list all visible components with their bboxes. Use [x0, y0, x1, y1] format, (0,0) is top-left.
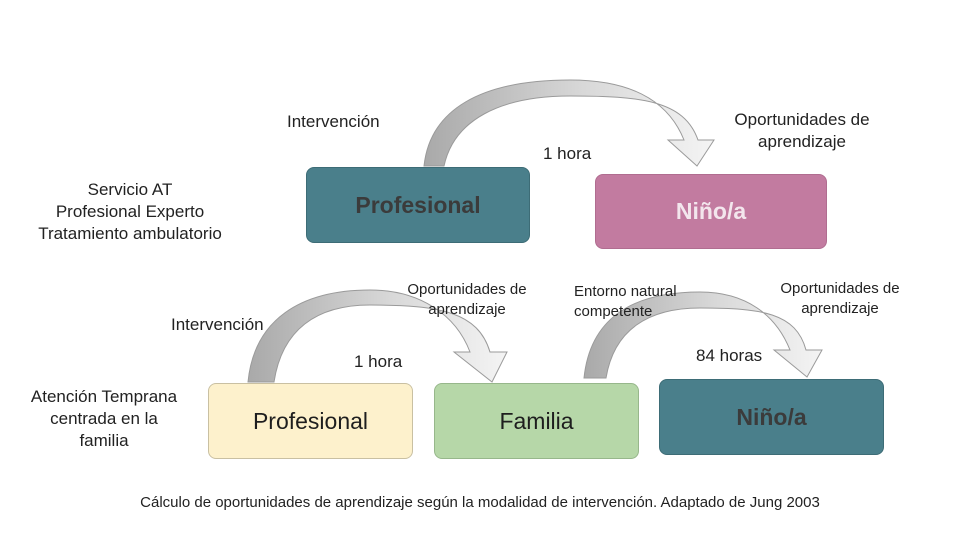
bottom-opportunities-2-line-2: aprendizaje	[801, 300, 879, 317]
bottom-box-child-label: Niño/a	[736, 403, 807, 430]
top-box-professional-label: Profesional	[355, 191, 481, 218]
top-opportunities-line-1: Oportunidades de	[734, 110, 870, 129]
bottom-box-professional: Profesional	[208, 383, 413, 459]
top-opportunities-line-2: aprendizaje	[758, 132, 846, 151]
bottom-opportunities-1-line-1: Oportunidades de	[407, 281, 527, 298]
top-box-child-label: Niño/a	[675, 198, 747, 224]
bottom-box-family-label: Familia	[499, 407, 574, 434]
bottom-environment-label: Entorno natural competente	[574, 282, 677, 322]
bottom-time-label-2: 84 horas	[696, 346, 763, 365]
top-service-line-3: Tratamiento ambulatorio	[38, 224, 222, 243]
bottom-service-label: Atención Temprana centrada en la familia	[14, 386, 194, 452]
bottom-opportunities-2-line-1: Oportunidades de	[780, 280, 900, 297]
bottom-service-line-1: Atención Temprana	[30, 387, 178, 406]
bottom-opportunities-1-line-2: aprendizaje	[428, 301, 506, 318]
top-service-label: Servicio AT Profesional Experto Tratamie…	[20, 179, 240, 245]
bottom-box-professional-label: Profesional	[252, 407, 369, 434]
bottom-opportunities-label-1: Oportunidades de aprendizaje	[392, 280, 542, 320]
top-box-professional: Profesional	[306, 167, 530, 243]
top-intervention-label: Intervención	[287, 112, 380, 131]
top-opportunities-label: Oportunidades de aprendizaje	[716, 109, 888, 153]
caption: Cálculo de oportunidades de aprendizaje …	[140, 494, 820, 511]
bottom-intervention-label: Intervención	[171, 315, 264, 334]
bottom-box-child: Niño/a	[659, 379, 884, 455]
bottom-environment-line-2: competente	[574, 303, 653, 320]
top-service-line-1: Servicio AT	[87, 180, 173, 199]
bottom-opportunities-label-2: Oportunidades de aprendizaje	[765, 279, 915, 319]
bottom-service-line-2: centrada en la	[50, 409, 158, 428]
curved-arrow-professional-family	[247, 289, 508, 383]
bottom-service-line-3: familia	[79, 431, 129, 450]
top-box-child: Niño/a	[595, 174, 827, 249]
top-service-line-2: Profesional Experto	[55, 202, 205, 221]
top-time-label: 1 hora	[543, 144, 592, 163]
curved-arrow-family-child	[583, 291, 823, 379]
curved-arrow-top	[423, 79, 715, 167]
bottom-box-family: Familia	[434, 383, 639, 459]
bottom-environment-line-1: Entorno natural	[574, 283, 677, 300]
bottom-time-label-1: 1 hora	[354, 352, 403, 371]
